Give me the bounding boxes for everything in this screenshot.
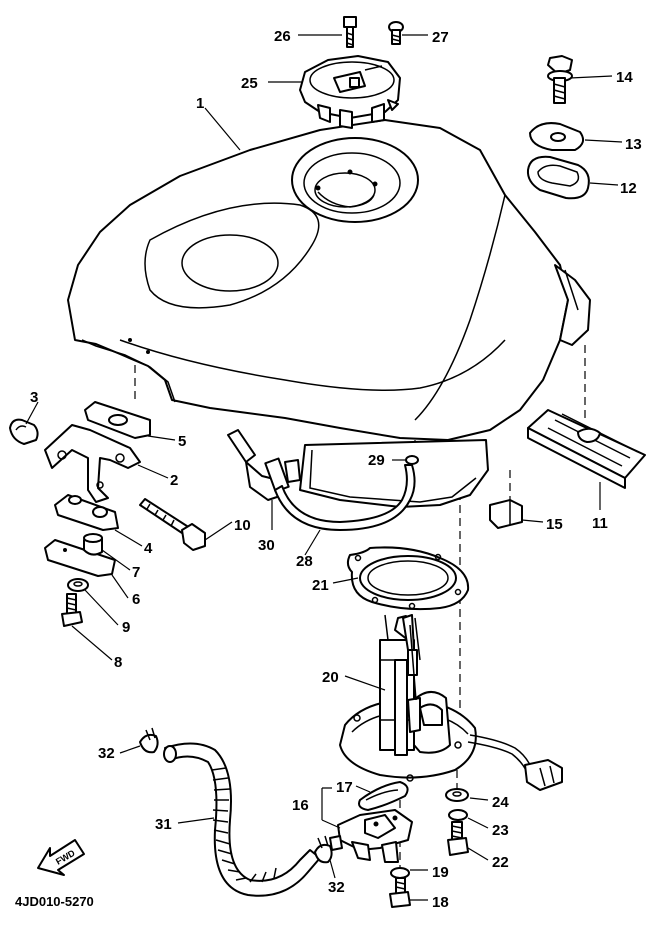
callout-9: 9	[122, 619, 130, 636]
callout-1: 1	[196, 95, 204, 112]
fwd-arrow-icon: FWD	[37, 839, 85, 876]
plate-6	[44, 539, 116, 577]
washer-9	[67, 578, 89, 592]
clamp-32-upper	[139, 727, 159, 754]
o-ring-17	[358, 781, 409, 811]
washer-23	[448, 809, 468, 821]
hose-clamp-30	[227, 429, 301, 501]
callout-10: 10	[234, 517, 251, 534]
callout-19: 19	[432, 864, 449, 881]
leader-lines	[25, 34, 623, 901]
callout-labels: 1 2 3 4 5 6 7 8 9 10 11 12 13 14 15 16 1…	[30, 28, 642, 911]
cap-29	[405, 455, 419, 465]
callout-5: 5	[178, 433, 186, 450]
damper-13	[529, 122, 585, 151]
fuel-cock-16	[329, 809, 413, 863]
rubber-pad-11	[527, 409, 646, 489]
bolt-8	[61, 593, 83, 627]
callout-3: 3	[30, 389, 38, 406]
callout-27: 27	[432, 29, 449, 46]
filler-cap	[299, 55, 401, 129]
callout-32-upper: 32	[98, 745, 115, 762]
fuel-tank	[67, 119, 591, 508]
callout-8: 8	[114, 654, 122, 671]
callout-30: 30	[258, 537, 275, 554]
bolt-26	[343, 16, 357, 48]
clamp-32-lower	[314, 835, 333, 864]
collar-7	[83, 533, 103, 556]
callout-23: 23	[492, 822, 509, 839]
callout-14: 14	[616, 69, 633, 86]
bolt-14	[547, 55, 573, 104]
bolt-22	[447, 821, 469, 856]
bracket-2	[44, 424, 141, 503]
grommet-12	[526, 155, 590, 200]
connector-15	[489, 499, 523, 529]
callout-20: 20	[322, 669, 339, 686]
callout-16: 16	[292, 797, 309, 814]
damper-plate-5	[84, 401, 151, 439]
callout-21: 21	[312, 577, 329, 594]
callout-2: 2	[170, 472, 178, 489]
washer-24	[445, 788, 469, 802]
callout-32-lower: 32	[328, 879, 345, 896]
callout-29: 29	[368, 452, 385, 469]
callout-25: 25	[241, 75, 258, 92]
bolt-18	[389, 877, 411, 908]
callout-18: 18	[432, 894, 449, 911]
damper-plate-4	[54, 494, 119, 531]
drawing-code: 4JD010-5270	[15, 894, 94, 909]
gasket-21	[346, 546, 470, 611]
callout-24: 24	[492, 794, 509, 811]
callout-17: 17	[336, 779, 353, 796]
callout-11: 11	[592, 515, 608, 532]
callout-12: 12	[620, 180, 637, 197]
washer-19	[390, 867, 410, 879]
callout-7: 7	[132, 564, 140, 581]
callout-22: 22	[492, 854, 509, 871]
bolt-27	[388, 21, 404, 45]
callout-13: 13	[625, 136, 642, 153]
callout-4: 4	[144, 540, 153, 557]
damper-3	[9, 418, 39, 445]
callout-26: 26	[274, 28, 291, 45]
callout-31: 31	[155, 816, 172, 833]
fuel-pump-20	[339, 614, 563, 791]
bolt-10	[139, 498, 206, 551]
fuel-hose-31	[163, 742, 321, 897]
callout-15: 15	[546, 516, 563, 533]
callout-6: 6	[132, 591, 140, 608]
callout-28: 28	[296, 553, 313, 570]
